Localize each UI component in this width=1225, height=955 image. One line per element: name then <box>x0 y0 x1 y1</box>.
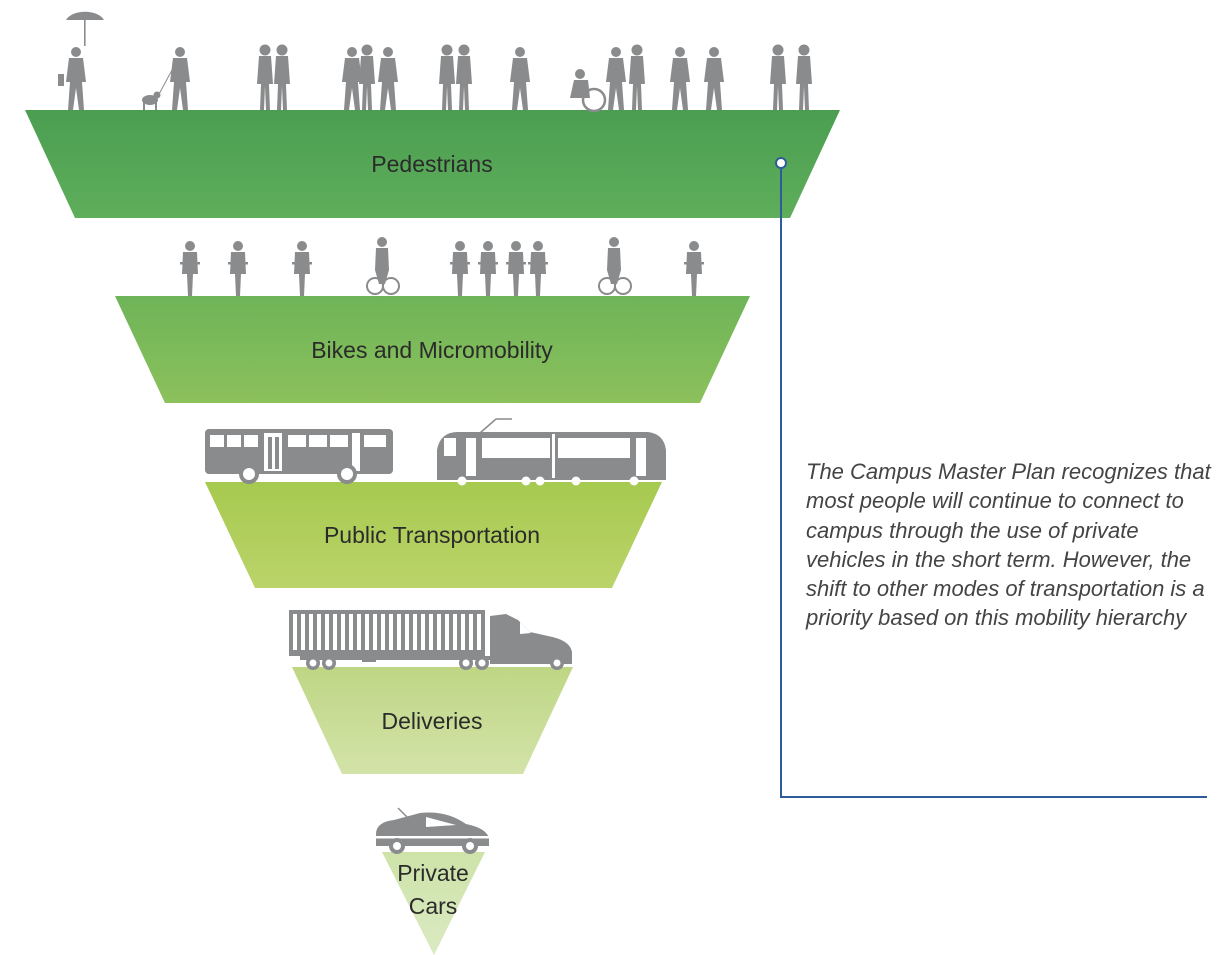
tier-bikes-label: Bikes and Micromobility <box>311 337 553 363</box>
tier-deliveries-band <box>292 667 573 774</box>
tier-private-cars: Private Cars <box>382 852 485 955</box>
tier-public-transportation-label: Public Transportation <box>324 522 540 548</box>
tier-pedestrians-band <box>25 110 840 218</box>
tier-public-transportation: Public Transportation <box>205 482 662 588</box>
car-icon <box>376 807 490 854</box>
tier-pedestrians: Pedestrians <box>25 110 840 218</box>
tier-deliveries-label: Deliveries <box>382 708 483 734</box>
tier-bikes: Bikes and Micromobility <box>115 296 750 403</box>
tier-private-cars-label-line2: Cars <box>409 893 458 919</box>
bus-and-tram-icon <box>205 418 666 486</box>
callout-note: The Campus Master Plan recognizes that m… <box>806 459 1211 631</box>
tier-pedestrians-label: Pedestrians <box>371 151 492 177</box>
bicycles-icon <box>180 236 704 296</box>
tier-private-cars-band <box>382 852 485 955</box>
tier-bikes-band <box>115 296 750 403</box>
tier-private-cars-label-line1: Private <box>397 860 469 886</box>
pedestrians-icon <box>58 11 812 113</box>
tier-deliveries: Deliveries <box>292 667 573 774</box>
callout-connector <box>775 157 1207 798</box>
truck-icon <box>289 610 572 670</box>
tier-public-transportation-band <box>205 482 662 588</box>
